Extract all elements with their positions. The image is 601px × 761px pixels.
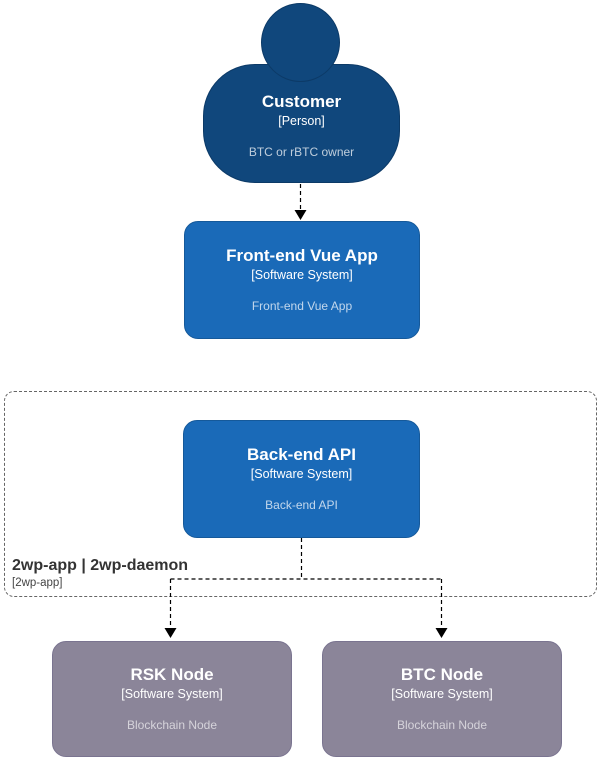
node-rsk-title: RSK Node <box>130 665 214 684</box>
node-btc-title: BTC Node <box>400 665 484 684</box>
node-backend-title: Back-end API <box>247 445 356 464</box>
node-frontend-vue-app: Front-end Vue App [Software System] Fron… <box>184 221 420 339</box>
arrowhead-down-icon <box>294 210 307 220</box>
node-customer-description: BTC or rBTC owner <box>248 145 355 159</box>
edge-customer-frontend <box>294 184 307 220</box>
boundary-title: 2wp-app | 2wp-daemon <box>12 557 189 574</box>
node-frontend-type: [Software System] <box>251 268 353 282</box>
node-customer-title: Customer <box>261 92 342 111</box>
boundary-2wp-app: 2wp-app | 2wp-daemon [2wp-app] <box>4 391 597 597</box>
arrowhead-down-icon <box>435 628 448 638</box>
boundary-subtitle: [2wp-app] <box>12 577 63 589</box>
node-frontend-title: Front-end Vue App <box>226 246 378 265</box>
node-backend-description: Back-end API <box>265 498 338 512</box>
node-rsk-type: [Software System] <box>121 687 223 701</box>
node-rsk-description: Blockchain Node <box>126 718 218 732</box>
node-frontend-description: Front-end Vue App <box>251 299 353 313</box>
node-backend-type: [Software System] <box>250 467 353 481</box>
node-customer-type: [Person] <box>278 114 325 128</box>
node-btc: BTC Node [Software System] Blockchain No… <box>322 641 562 757</box>
node-btc-description: Blockchain Node <box>396 718 488 732</box>
arrowhead-down-icon <box>164 628 177 638</box>
person-head-icon <box>261 3 340 82</box>
boundary-label: 2wp-app | 2wp-daemon [2wp-app] <box>12 556 188 590</box>
node-rsk: RSK Node [Software System] Blockchain No… <box>52 641 292 757</box>
node-btc-type: [Software System] <box>391 687 493 701</box>
node-backend-api: Back-end API [Software System] Back-end … <box>183 420 420 538</box>
